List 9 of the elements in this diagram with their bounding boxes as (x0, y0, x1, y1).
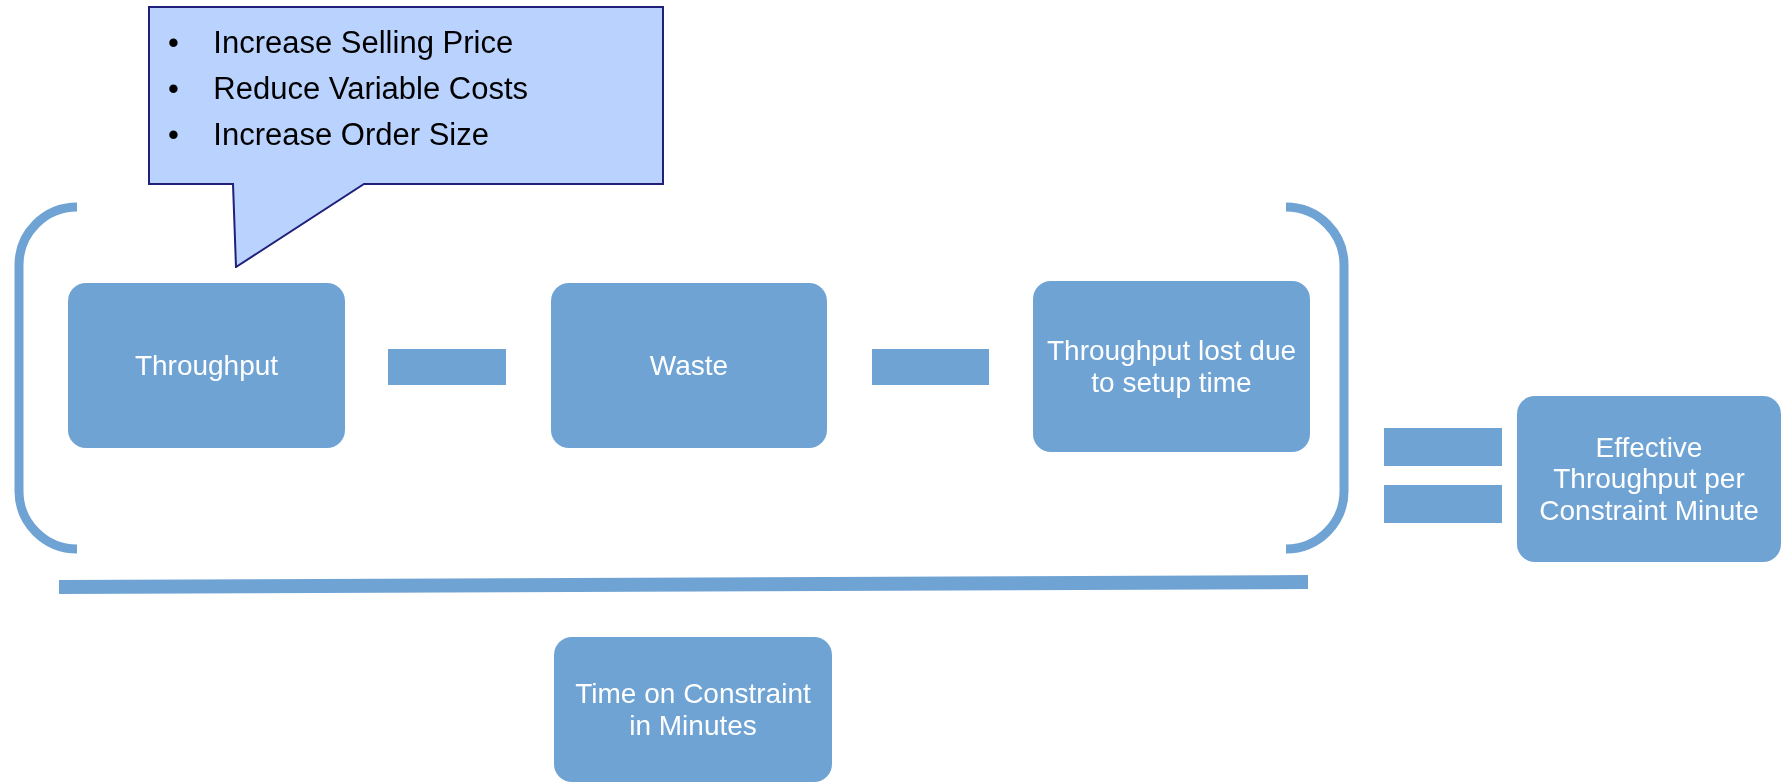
bullet-item: • Increase Order Size (168, 116, 490, 154)
bullet-item: • Increase Selling Price (168, 24, 515, 62)
process-box: Throughput lost due to setup time (1033, 281, 1310, 452)
callout-bubble (148, 6, 664, 268)
bullet-item: • Reduce Variable Costs (168, 70, 529, 108)
process-box: Waste (551, 283, 827, 448)
process-box: Throughput (68, 283, 345, 448)
process-box: Time on Constraint in Minutes (554, 637, 832, 782)
process-box: Effective Throughput per Constraint Minute (1517, 396, 1781, 562)
